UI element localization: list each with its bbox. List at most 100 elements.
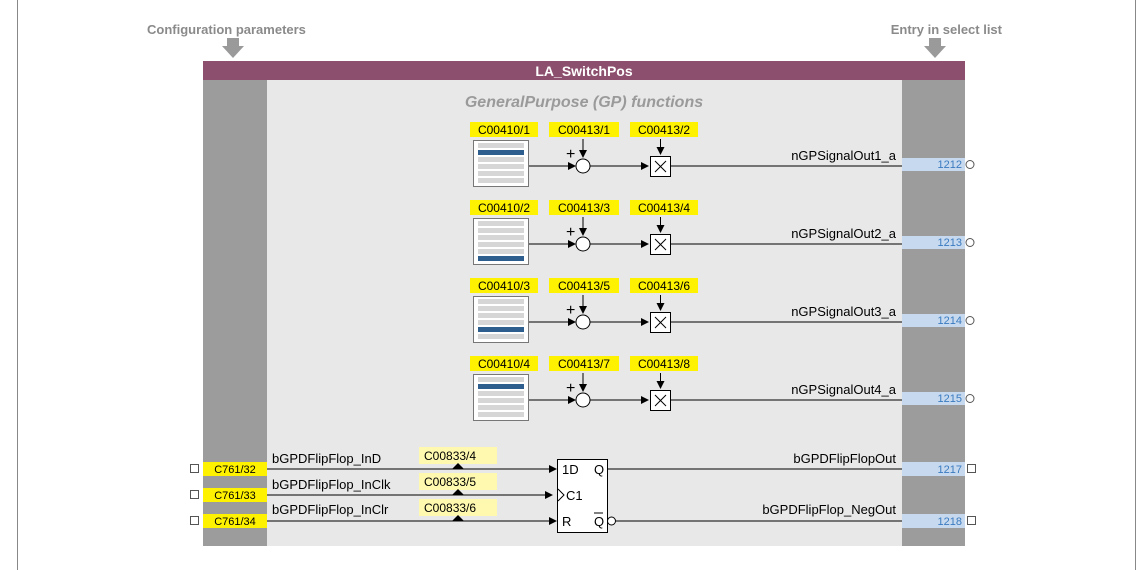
gp-row-3-gain-code[interactable]: C00413/6 [638,279,690,293]
gp-row-4-offset-code[interactable]: C00413/7 [558,357,610,371]
gp-row-1-selector-item-5 [478,171,524,176]
gp-row-4-gain-code-bg[interactable] [630,356,698,371]
gp-row-4-select-bar[interactable] [902,392,965,405]
gp-row-1-selector-item-4 [478,164,524,169]
gp-row-3-offset-code[interactable]: C00413/5 [558,279,610,293]
ff-code-3-bg[interactable] [419,499,497,516]
gp-row-3-multiplier-x2 [654,316,667,329]
gp-row-2-select-no[interactable]: 1213 [938,237,962,249]
gp-row-2-selector-item-3 [478,235,524,240]
ff-pin-qbar: Q [594,514,604,529]
gp-row-3-offset-code-bg[interactable] [549,278,619,293]
gp-row-3-selector-item-1 [478,299,524,304]
gp-row-3-selector-code[interactable]: C00410/3 [478,279,530,293]
gp-row-3-select-no[interactable]: 1214 [938,315,962,327]
gp-row-2-offset-code[interactable]: C00413/3 [558,201,610,215]
gp-row-2-output-port[interactable] [965,238,975,247]
gp-row-1-offset-code[interactable]: C00413/1 [558,123,610,137]
ff-config-label-2[interactable]: C761/33 [214,490,256,502]
gp-row-2-selector-item-6 [478,256,524,261]
ff-input-1-port[interactable] [190,464,199,473]
ff-config-label-2-bg[interactable] [203,488,267,502]
ff-input-1-label: bGPDFlipFlop_InD [272,451,381,466]
ff-input-3-port[interactable] [190,516,199,525]
ff-config-label-1-bg[interactable] [203,462,267,476]
gp-row-1-multiplier-x2 [654,160,667,173]
ff-output-2-select-bar[interactable] [902,514,965,528]
gp-row-4-selector-item-4 [478,398,524,403]
gp-row-2-select-bar[interactable] [902,236,965,249]
gp-row-3-gain-code-bg[interactable] [630,278,698,293]
gp-row-2-selector-code-bg[interactable] [470,200,538,215]
block-title-bar [203,61,965,80]
gp-row-3-selector-item-4 [478,320,524,325]
gp-row-1-selector-code-bg[interactable] [470,122,538,137]
gp-row-4-selector-item-1 [478,377,524,382]
gp-row-1-gain-code[interactable]: C00413/2 [638,123,690,137]
gp-row-2-selector-item-1 [478,221,524,226]
ff-negation-bubble-icon [607,516,616,526]
gp-row-4-selector-code[interactable]: C00410/4 [478,357,530,371]
ff-output-1-select-no[interactable]: 1217 [938,464,962,476]
gp-row-4-multiplier-x2 [654,394,667,407]
ff-pin-q: Q [594,462,604,477]
ff-input-3-label: bGPDFlipFlop_InClr [272,502,389,517]
ff-code-2-tick-icon [452,489,464,495]
gp-row-4-selector-item-3 [478,391,524,396]
gp-row-4-selector-code-bg[interactable] [470,356,538,371]
gp-row-4-select-no[interactable]: 1215 [938,393,962,405]
flipflop-section: C761/32 C761/33 C761/34 bGPDFlipFlop_InD… [190,447,976,533]
gp-row-2-selector-code[interactable]: C00410/2 [478,201,530,215]
ff-pin-c1: C1 [566,488,583,503]
gp-row-1-selector-item-1 [478,143,524,148]
ff-code-1[interactable]: C00833/4 [424,449,476,463]
gp-row-3-selector-item-6 [478,334,524,339]
gp-row-2-output-label: nGPSignalOut2_a [791,226,897,241]
gp-row-2-gain-code[interactable]: C00413/4 [638,201,690,215]
ff-code-3-tick-icon [452,515,464,521]
gp-row-2-gain-code-bg[interactable] [630,200,698,215]
ff-pin-r: R [562,514,571,529]
gp-row-1-selector-item-3 [478,157,524,162]
ff-input-2-port[interactable] [190,490,199,499]
ff-output-1-select-bar[interactable] [902,462,965,476]
gp-row-1-output-port[interactable] [965,160,975,169]
ff-config-label-3[interactable]: C761/34 [214,516,256,528]
gp-row-4-gain-code[interactable]: C00413/8 [638,357,690,371]
ff-code-2[interactable]: C00833/5 [424,475,476,489]
gp-row-3-select-bar[interactable] [902,314,965,327]
config-params-header: Configuration parameters [147,22,306,37]
ff-output-1-port[interactable] [967,464,976,473]
gp-row-3-sum-node-icon [575,314,591,330]
gp-row-4-offset-code-bg[interactable] [549,356,619,371]
ff-code-1-bg[interactable] [419,447,497,464]
ff-code-1-tick-icon [452,463,464,469]
ff-clock-edge-icon [557,488,565,502]
ff-output-2-select-no[interactable]: 1218 [938,516,962,528]
gp-row-4-selector-item-5 [478,405,524,410]
gp-row-3-output-port[interactable] [965,316,975,325]
gp-row-2-selector-item-4 [478,242,524,247]
gp-row-2-selector-item-2 [478,228,524,233]
ff-config-label-3-bg[interactable] [203,514,267,528]
gp-row-2-selector-item-5 [478,249,524,254]
gp-row-1-select-no[interactable]: 1212 [938,159,962,171]
ff-output-2-port[interactable] [967,516,976,525]
ff-config-label-1[interactable]: C761/32 [214,464,256,476]
ff-output-2-label: bGPDFlipFlop_NegOut [762,502,896,517]
gp-row-3-output-label: nGPSignalOut3_a [791,304,897,319]
gp-row-4-selector-item-6 [478,412,524,417]
gp-row-1-offset-code-bg[interactable] [549,122,619,137]
ff-code-3[interactable]: C00833/6 [424,501,476,515]
gp-row-1-plus-icon: + [566,146,575,163]
gp-row-3-selector-item-5 [478,327,524,332]
gp-row-1-selector-item-6 [478,178,524,183]
gp-row-3-selector-item-3 [478,313,524,318]
gp-row-4-output-port[interactable] [965,394,975,403]
gp-row-1-selector-code[interactable]: C00410/1 [478,123,530,137]
gp-row-2-offset-code-bg[interactable] [549,200,619,215]
ff-code-2-bg[interactable] [419,473,497,490]
gp-row-1-gain-code-bg[interactable] [630,122,698,137]
gp-row-3-selector-code-bg[interactable] [470,278,538,293]
gp-row-1-select-bar[interactable] [902,158,965,171]
